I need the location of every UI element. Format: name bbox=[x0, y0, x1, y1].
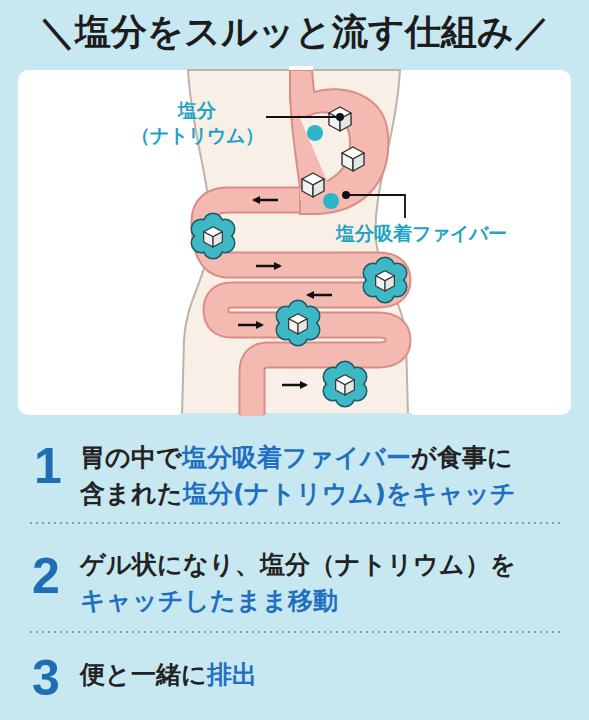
step-number: 3 bbox=[32, 650, 60, 706]
fiber-dot bbox=[323, 193, 339, 209]
step-text: 胃の中で bbox=[80, 443, 182, 472]
step-number: 2 bbox=[32, 548, 60, 604]
highlight-text: キャッチしたまま移動 bbox=[80, 586, 338, 615]
salt-cube bbox=[302, 173, 324, 197]
flow-arrows bbox=[238, 200, 332, 385]
fiber-gel bbox=[324, 362, 366, 406]
separator bbox=[30, 522, 560, 524]
step-text: 胃の中で塩分吸着ファイバーが食事に含まれた塩分(ナトリウム)をキャッチ bbox=[80, 440, 516, 512]
stomach bbox=[290, 70, 388, 214]
title: ＼塩分をスルッと流す仕組み／ bbox=[39, 10, 550, 54]
callout-label: 塩分 （ナトリウム） bbox=[130, 98, 264, 148]
leader-lines bbox=[266, 113, 405, 218]
fiber-gel bbox=[277, 301, 319, 345]
step-number: 1 bbox=[34, 438, 62, 494]
highlight-text: 塩分吸着ファイバー bbox=[182, 443, 411, 472]
highlight-text: 塩分(ナトリウム)をキャッチ bbox=[183, 479, 516, 508]
salt-cube bbox=[342, 147, 364, 171]
step-text: ゲル状になり、塩分（ナトリウム）を bbox=[80, 550, 516, 579]
step-text: 便と一緒に排出 bbox=[80, 657, 257, 693]
fiber-gel bbox=[364, 258, 406, 302]
fiber-dot bbox=[307, 125, 323, 141]
step-text: ゲル状になり、塩分（ナトリウム）をキャッチしたまま移動 bbox=[80, 547, 516, 619]
step-text: が食事に bbox=[411, 443, 513, 472]
step-text: 便と一緒に bbox=[80, 660, 207, 689]
highlight-text: 排出 bbox=[207, 660, 257, 689]
fiber-gel bbox=[192, 214, 234, 258]
white-panel bbox=[18, 70, 571, 415]
salt-cube bbox=[329, 107, 351, 131]
callout-label: 塩分吸着ファイバー bbox=[336, 221, 507, 246]
separator bbox=[30, 631, 560, 633]
step-text: 含まれた bbox=[80, 479, 183, 508]
